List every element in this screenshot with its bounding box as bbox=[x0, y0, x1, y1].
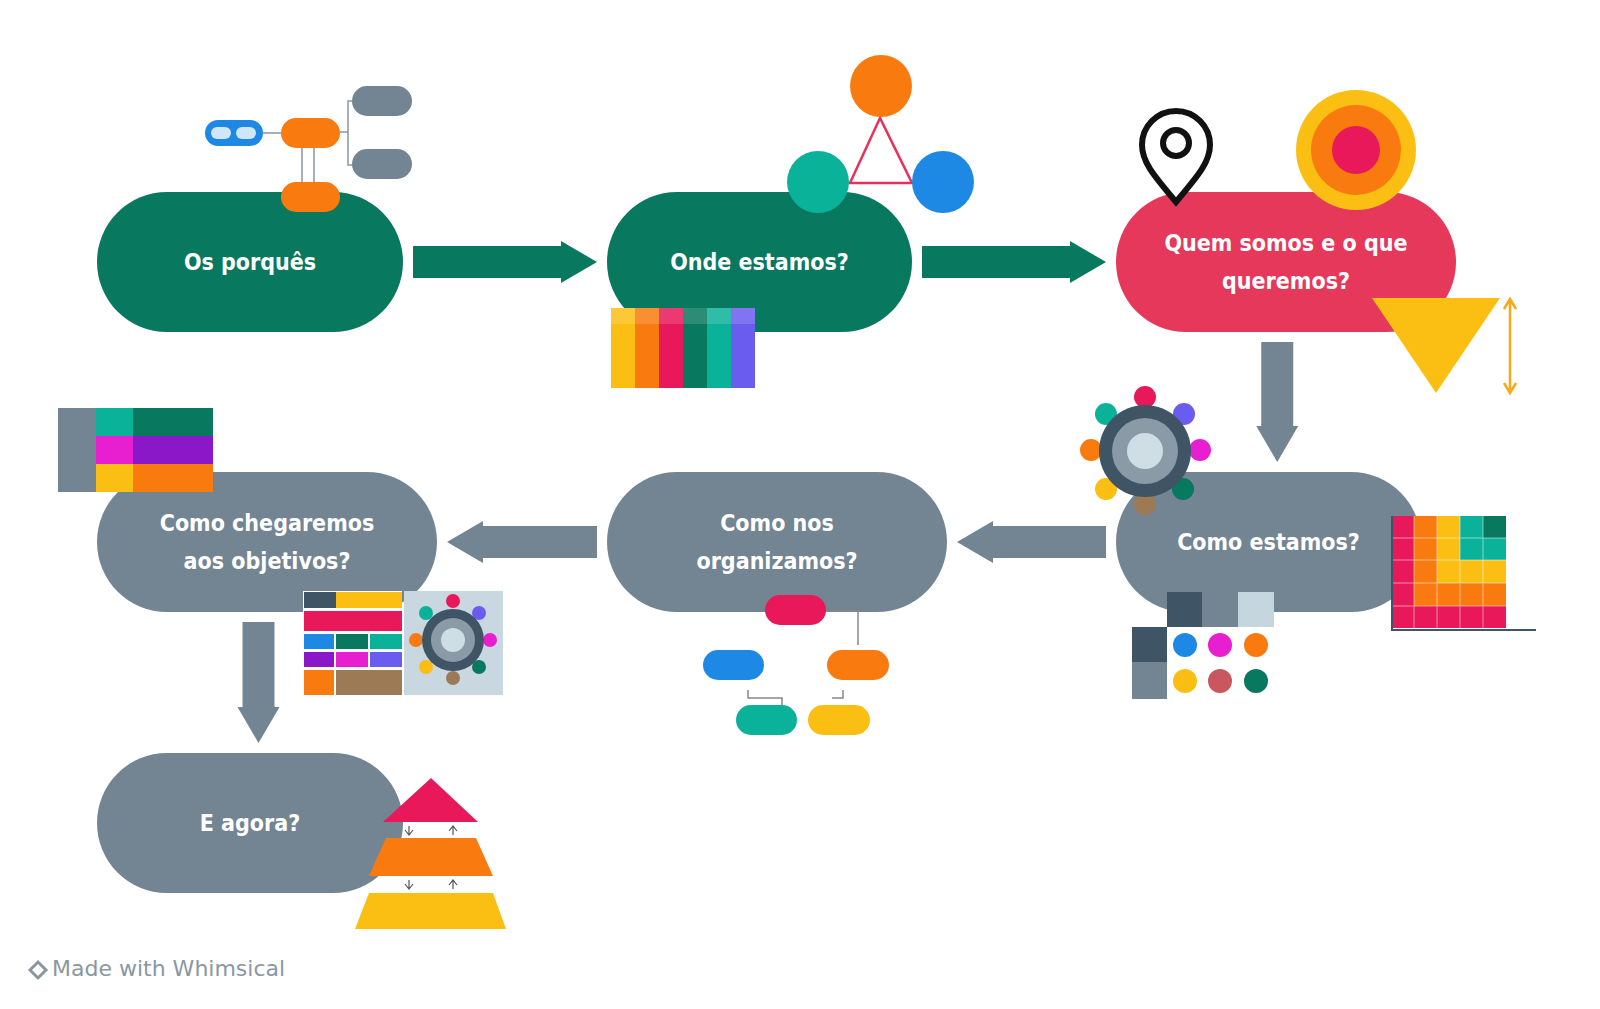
flow-arrow bbox=[922, 241, 1106, 283]
palette-icon bbox=[1132, 592, 1274, 699]
node-label: Como chegaremos aos objetivos? bbox=[142, 504, 392, 580]
table-icon bbox=[58, 408, 213, 492]
triangle-icon bbox=[787, 55, 974, 213]
flow-arrow bbox=[447, 521, 597, 563]
process-pill: Como nos organizamos? bbox=[607, 472, 947, 612]
pill-outline bbox=[607, 472, 947, 612]
heatmap-icon bbox=[1392, 516, 1536, 630]
flow-arrow bbox=[238, 622, 280, 743]
node-label: E agora? bbox=[200, 804, 301, 842]
watermark: Made with Whimsical bbox=[52, 956, 285, 981]
gear-icon bbox=[1080, 386, 1211, 515]
color-bars bbox=[611, 308, 755, 388]
pyramid-icon bbox=[355, 778, 506, 929]
node-label: Os porquês bbox=[184, 243, 316, 281]
node-label: Quem somos e o que queremos? bbox=[1161, 224, 1411, 300]
target-icon bbox=[1296, 90, 1416, 210]
logo-icon bbox=[30, 962, 46, 978]
node-label: Como nos organizamos? bbox=[652, 504, 902, 580]
process-pill: Os porquês bbox=[97, 192, 403, 332]
process-pill: E agora? bbox=[97, 753, 403, 893]
flow-arrow bbox=[957, 521, 1106, 563]
mindmap-icon bbox=[205, 86, 412, 212]
gear-card-icon bbox=[404, 591, 503, 695]
node-label: Onde estamos? bbox=[670, 243, 849, 281]
board-icon bbox=[303, 591, 402, 695]
location-pin bbox=[1142, 111, 1210, 202]
funnel-icon bbox=[1372, 298, 1516, 393]
flow-arrow bbox=[413, 241, 597, 283]
flow-icon bbox=[703, 595, 889, 735]
flow-arrow bbox=[1256, 342, 1298, 462]
node-label: Como estamos? bbox=[1177, 523, 1360, 561]
